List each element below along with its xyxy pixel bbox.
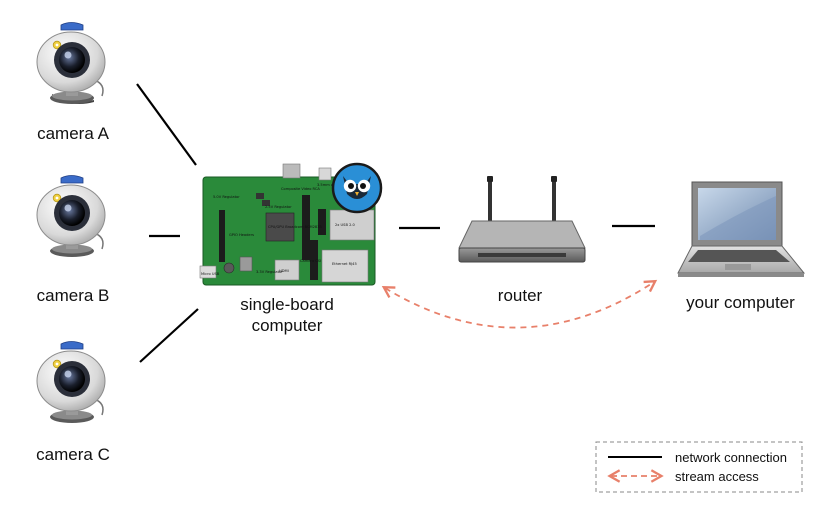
laptop-icon: [677, 181, 806, 277]
board-label-micro-usb: Micro USB: [201, 272, 220, 276]
board-label-hdmi: HDMI: [279, 269, 289, 273]
network-connections: [136, 83, 655, 363]
your-computer-label: your computer: [686, 293, 795, 312]
board-label: single-board computer: [212, 294, 362, 336]
camera-b-label: camera B: [36, 286, 110, 305]
router-label: router: [497, 286, 543, 305]
board-label-cpu: CPU/GPU Broadcom BCM2835: [268, 225, 322, 229]
board-label-reg-33: 3.3V Regulator: [256, 270, 283, 274]
legend-stream-label: stream access: [675, 469, 759, 484]
board-label-line1: single-board: [240, 295, 334, 314]
camera-a-label: camera A: [37, 124, 109, 143]
router-icon: [458, 176, 586, 263]
board-label-ethernet: Ethernet RJ45: [332, 262, 357, 266]
board-label-line2: computer: [251, 316, 323, 335]
camera-b-icon: [36, 175, 106, 257]
link-camera-c-board: [139, 308, 199, 363]
board-label-camera-csi: Camera CSI: [300, 259, 321, 263]
single-board-computer-icon: 5.0V Regulator Composite Video RCA 3.5mm…: [199, 163, 376, 286]
camera-c-label: camera C: [36, 445, 110, 464]
owl-logo: [331, 162, 383, 214]
board-label-power: 5.0V Regulator: [213, 195, 240, 199]
legend: network connection stream access: [595, 441, 803, 493]
camera-c-icon: [36, 341, 106, 423]
board-label-usb: 2x USB 2.0: [335, 223, 356, 227]
board-label-composite: Composite Video RCA: [281, 187, 320, 191]
board-label-gpio: GPIO Headers: [229, 233, 254, 237]
stream-access-arrow: [381, 279, 658, 329]
camera-a-icon: [36, 22, 106, 104]
link-camera-a-board: [136, 83, 197, 166]
legend-network-label: network connection: [675, 450, 787, 465]
board-label-reg-small: 2.5V Regulator: [265, 205, 292, 209]
